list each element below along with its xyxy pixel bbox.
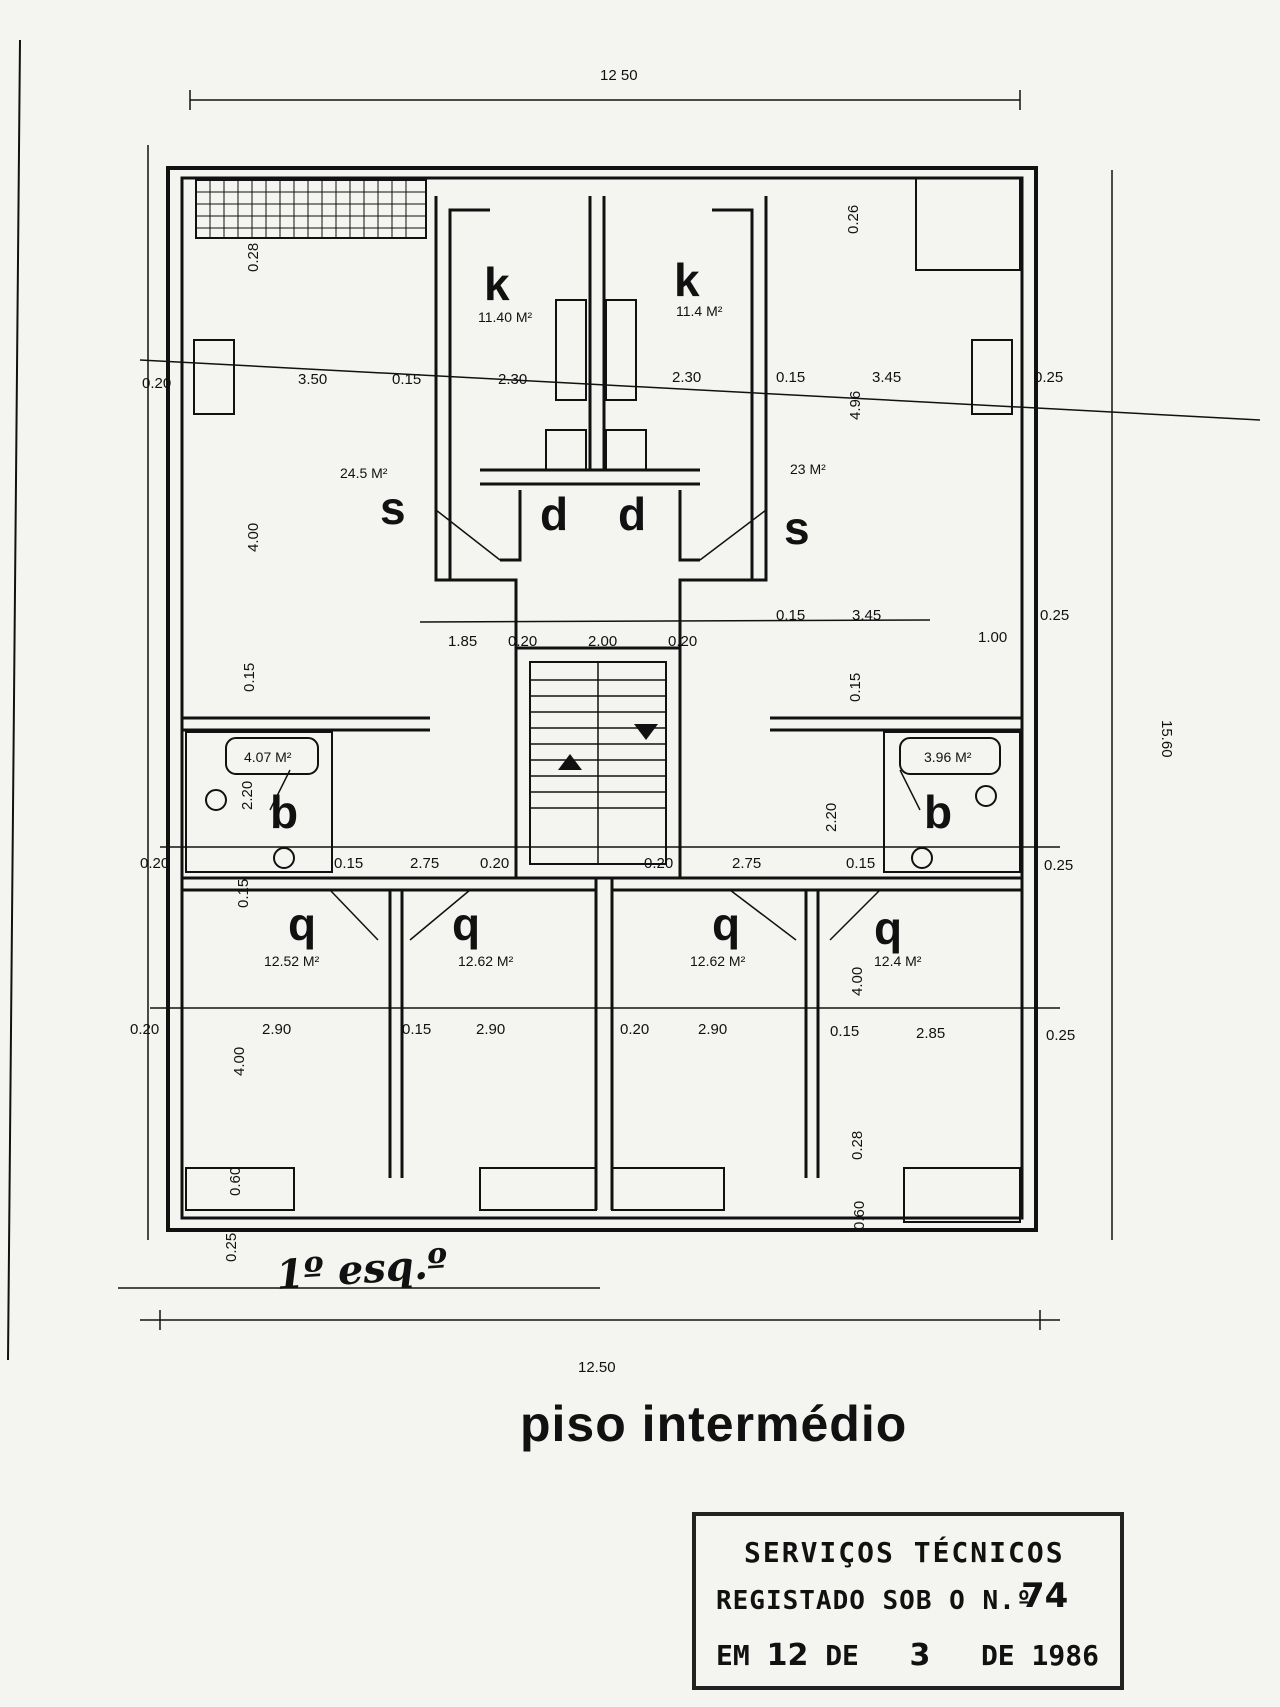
stair-down-arrow-icon (634, 724, 658, 740)
dim-label: 1.85 (448, 633, 477, 650)
dim-label: 2.30 (498, 371, 527, 388)
dim-label: 3.45 (852, 607, 881, 624)
dim-label: 4.96 (847, 391, 864, 420)
room-label-pantry-left: d (540, 488, 568, 540)
stamp-de-1: DE (825, 1639, 859, 1672)
dim-label: 0.15 (235, 879, 252, 908)
dim-label: 0.20 (668, 633, 697, 650)
stair-up-arrow-icon (558, 754, 582, 770)
dim-right-height: 15.60 (1158, 720, 1175, 758)
outer-wall (166, 166, 1038, 1232)
dim-label: 2.90 (698, 1021, 727, 1038)
room-area-kitchen-right: 11.4 M² (676, 303, 723, 319)
dim-label: 2.20 (239, 781, 256, 810)
dim-label: 0.25 (1034, 369, 1063, 386)
dim-label: 2.20 (823, 803, 840, 832)
dim-label: 0.20 (644, 855, 673, 872)
stamp-number: 74 (1021, 1576, 1069, 1616)
room-label-bath-right: b (924, 786, 952, 838)
dim-label: 0.15 (334, 855, 363, 872)
dim-label: 0.15 (847, 673, 864, 702)
room-label-kitchen-right: k (674, 254, 700, 306)
dim-label: 2.90 (476, 1021, 505, 1038)
dim-label: 0.20 (130, 1021, 159, 1038)
stamp-em: EM (716, 1639, 750, 1672)
dim-label: 2.75 (410, 855, 439, 872)
dim-label: 0.25 (223, 1233, 240, 1262)
dim-label: 0.15 (776, 369, 805, 386)
dim-label: 0.60 (227, 1167, 244, 1196)
dim-label: 2.30 (672, 369, 701, 386)
stamp-day: 12 (766, 1638, 809, 1673)
dim-label: 2.00 (588, 633, 617, 650)
dim-label: 0.20 (620, 1021, 649, 1038)
room-area-bed3: 12.62 M² (690, 953, 746, 969)
dim-label: 0.15 (402, 1021, 431, 1038)
dim-label: 0.25 (1044, 857, 1073, 874)
dim-label: 0.15 (241, 663, 258, 692)
stamp-line-1: SERVIÇOS TÉCNICOS (744, 1536, 1065, 1569)
room-label-bed3: q (712, 898, 740, 950)
stamp-year: 1986 (1031, 1639, 1099, 1672)
room-label-bed2: q (452, 898, 480, 950)
room-area-bed1: 12.52 M² (264, 953, 320, 969)
dim-label: 2.85 (916, 1025, 945, 1042)
dim-label: 0.20 (480, 855, 509, 872)
outer-wall-inner (180, 176, 1024, 1220)
stamp-month: 3 (909, 1638, 931, 1673)
dim-label: 0.28 (245, 243, 262, 272)
dim-label: 0.20 (140, 855, 169, 872)
room-label-bed4: q (874, 902, 902, 954)
dim-label: 0.15 (776, 607, 805, 624)
room-label-living-right: s (784, 502, 810, 554)
room-area-living-left: 24.5 M² (340, 465, 388, 481)
room-area-bath-right: 3.96 M² (924, 749, 972, 765)
dim-label: 3.45 (872, 369, 901, 386)
room-label-pantry-right: d (618, 488, 646, 540)
dim-label: 0.28 (849, 1131, 866, 1160)
dim-label: 1.00 (978, 629, 1007, 646)
drawing-title: piso intermédio (520, 1396, 908, 1452)
stair-core (514, 646, 682, 880)
dim-label: 0.20 (142, 375, 171, 392)
dim-label: 0.15 (392, 371, 421, 388)
dim-label: 4.00 (231, 1047, 248, 1076)
dim-label: 0.25 (1046, 1027, 1075, 1044)
stamp-line-3: EM 12 DE 3 DE 1986 (716, 1638, 1099, 1673)
dim-label: 0.60 (851, 1201, 868, 1230)
room-area-bed4: 12.4 M² (874, 953, 922, 969)
dim-label: 0.20 (508, 633, 537, 650)
dim-label: 2.75 (732, 855, 761, 872)
dim-label: 0.15 (846, 855, 875, 872)
registration-stamp: SERVIÇOS TÉCNICOS REGISTADO SOB O N.º 74… (692, 1512, 1124, 1690)
stamp-de-2: DE (980, 1639, 1015, 1672)
dim-label: 0.26 (845, 205, 862, 234)
dim-label: 0.15 (830, 1023, 859, 1040)
dim-label: 2.90 (262, 1021, 291, 1038)
dim-label: 3.50 (298, 371, 327, 388)
room-label-kitchen-left: k (484, 258, 510, 310)
dim-label: 4.00 (245, 523, 262, 552)
room-area-kitchen-left: 11.40 M² (478, 309, 533, 325)
dim-label: 0.25 (1040, 607, 1069, 624)
dim-label: 4.00 (849, 967, 866, 996)
dim-bottom-width: 12.50 (578, 1359, 616, 1376)
room-area-bed2: 12.62 M² (458, 953, 514, 969)
dim-top-width: 12 50 (600, 67, 638, 84)
stamp-line-2: REGISTADO SOB O N.º (716, 1586, 1033, 1616)
room-area-living-right: 23 M² (790, 461, 826, 477)
room-area-bath-left: 4.07 M² (244, 749, 292, 765)
room-label-bath-left: b (270, 786, 298, 838)
room-label-bed1: q (288, 898, 316, 950)
room-label-living-left: s (380, 482, 406, 534)
